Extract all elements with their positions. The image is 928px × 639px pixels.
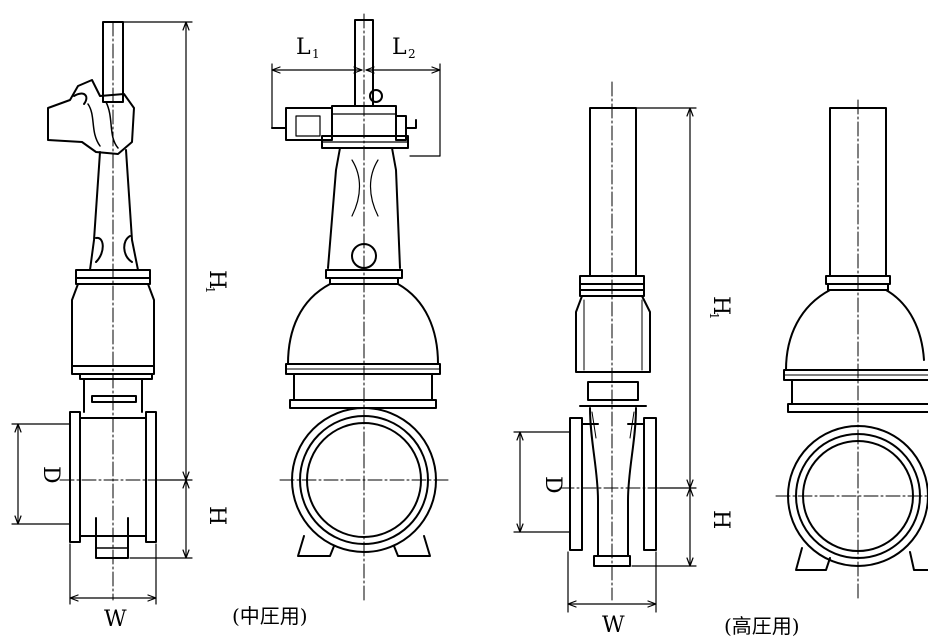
- label-D-left: D: [38, 466, 63, 484]
- label-H-left: H: [204, 506, 229, 525]
- dimension-L1-L2: [271, 63, 441, 157]
- medium-pressure-front-view: [271, 13, 449, 601]
- dimension-H1-H-left: [117, 21, 193, 559]
- label-H-right: H: [708, 510, 733, 529]
- label-D-right: D: [540, 476, 565, 494]
- high-pressure-front-view: [775, 99, 928, 601]
- dimension-W-right: [567, 551, 657, 613]
- label-W-left: W: [104, 607, 127, 632]
- label-L2-main: L: [392, 35, 407, 60]
- caption-medium-pressure: (中圧用): [232, 604, 308, 628]
- label-L1-sub: 1: [312, 47, 320, 61]
- label-H1-left-main: H: [204, 270, 229, 289]
- label-W-right: W: [602, 613, 625, 638]
- dimension-D-left: [11, 423, 71, 525]
- label-L2-sub: 2: [408, 47, 416, 61]
- dimension-D-right: [513, 431, 571, 533]
- caption-high-pressure: (高圧用): [724, 614, 800, 638]
- dimension-H1-H-right: [631, 107, 697, 567]
- medium-pressure-side-view: [47, 21, 169, 601]
- label-H1-left-sub: 1: [203, 286, 217, 294]
- label-H1-right-sub: 1: [707, 312, 721, 320]
- high-pressure-side-view: [559, 81, 667, 601]
- label-L1-main: L: [296, 35, 311, 60]
- dimension-labels: L 1 L 2 H 1 H D W H 1 H D: [38, 35, 733, 638]
- label-H1-right-main: H: [708, 296, 733, 315]
- dimension-W-left: [69, 543, 157, 605]
